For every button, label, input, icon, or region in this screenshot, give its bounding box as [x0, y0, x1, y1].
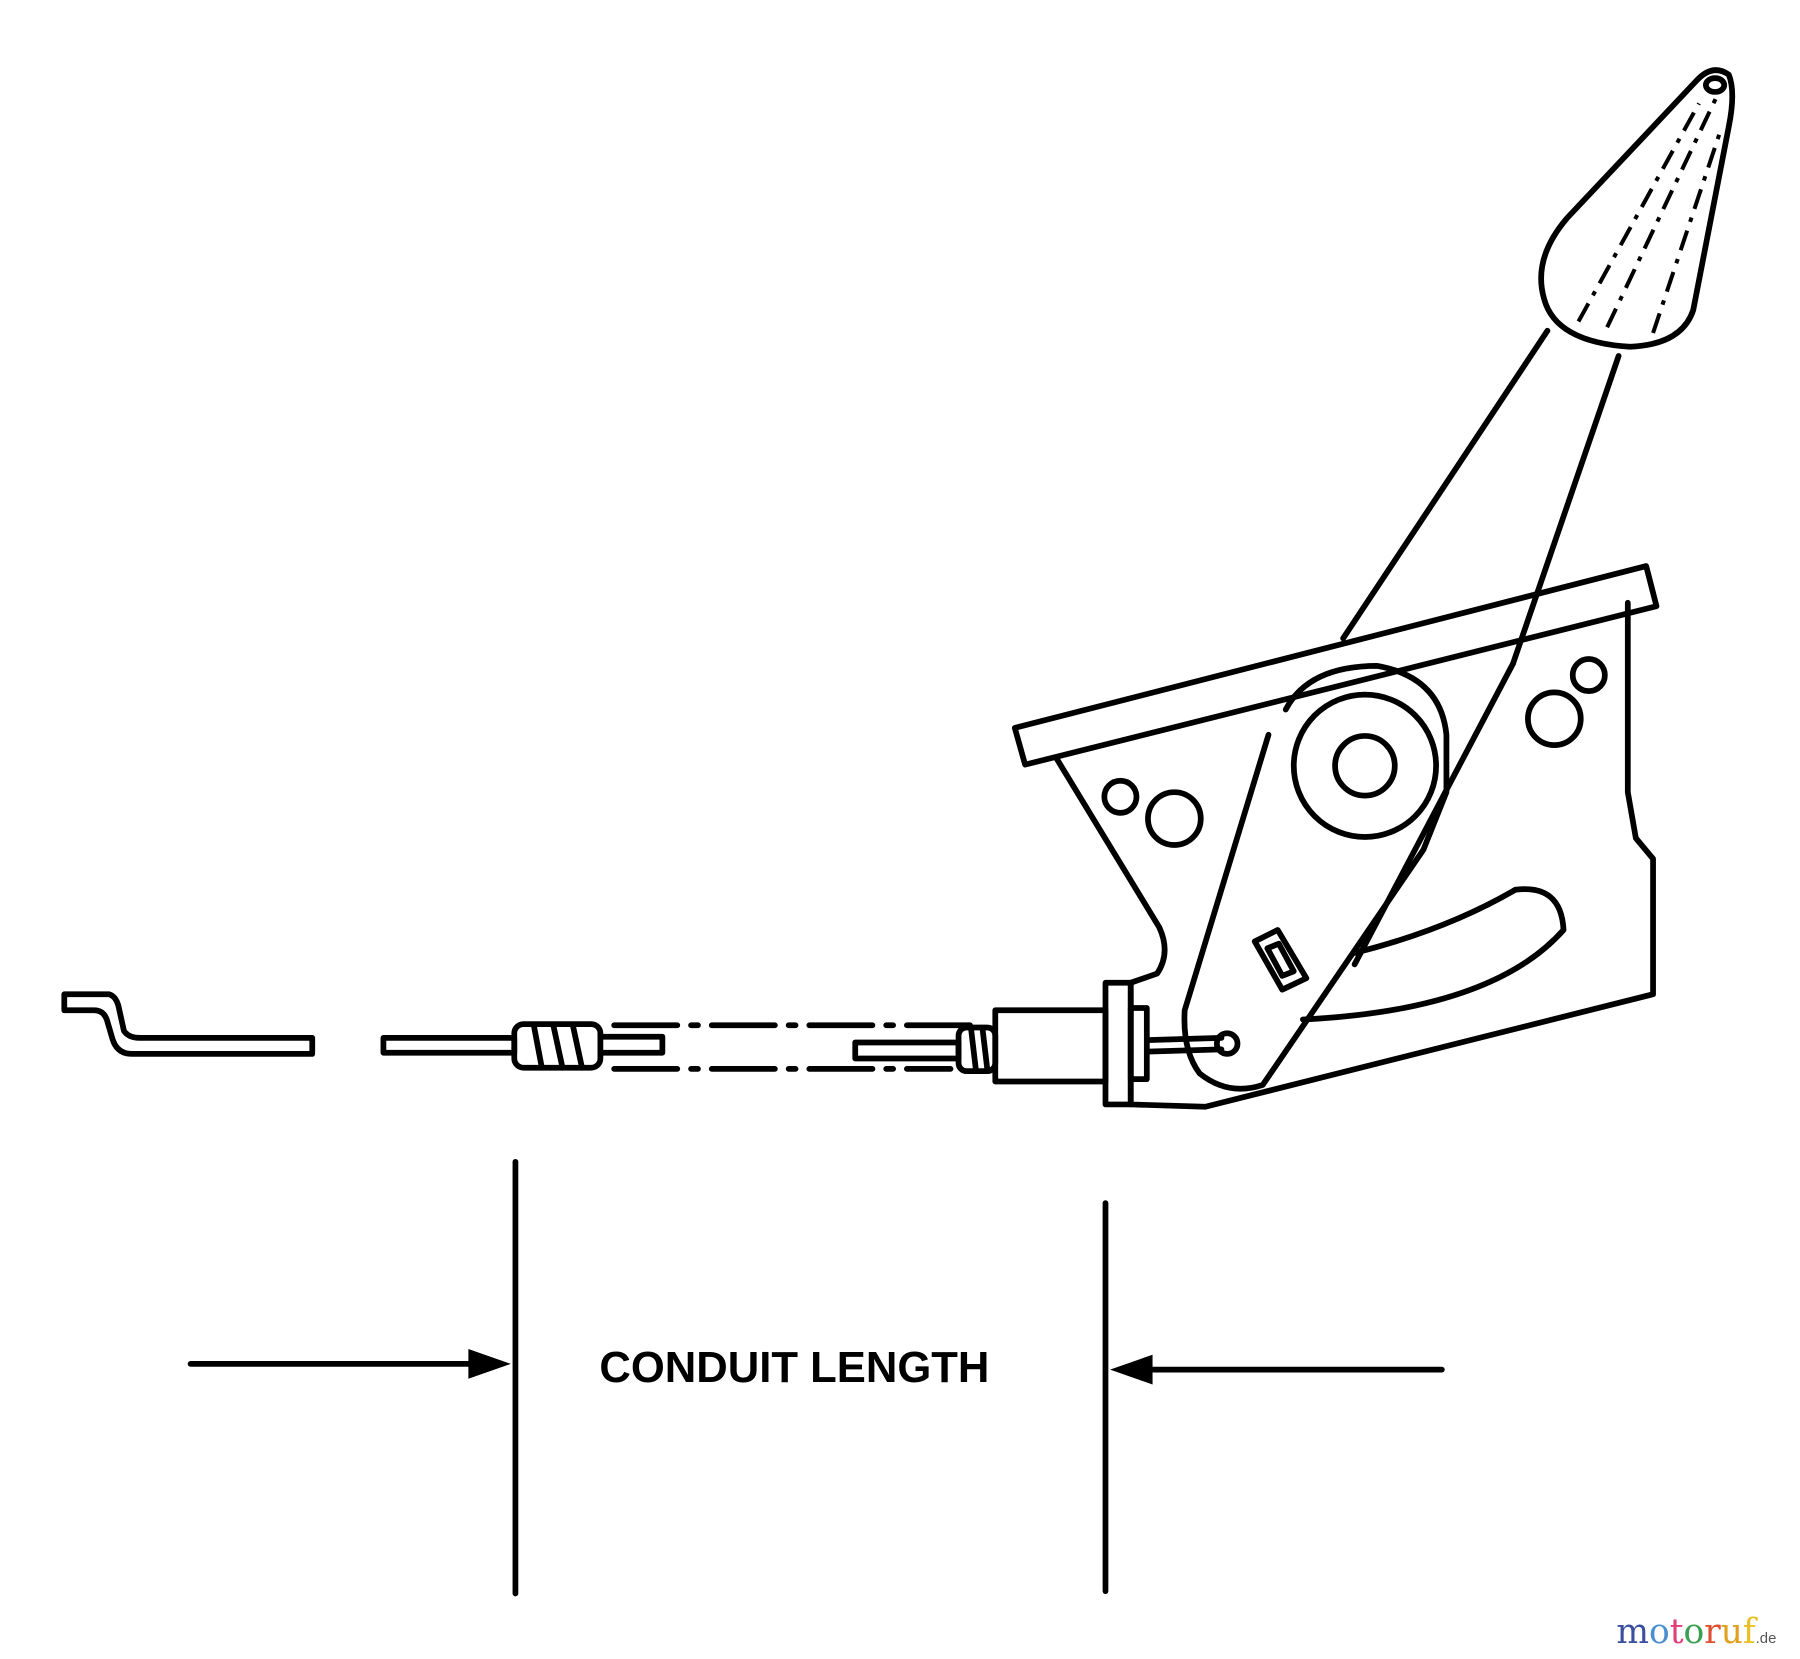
right-arrowhead: [1110, 1354, 1153, 1385]
watermark-letter: m: [1616, 1612, 1649, 1652]
watermark-text: motoruf.de: [1616, 1612, 1776, 1652]
dimension-conduit-length: CONDUIT LENGTH: [187, 1158, 1445, 1597]
watermark-suffix: .de: [1756, 1630, 1777, 1647]
inner-wire: [380, 979, 1241, 1108]
left-arrowhead: [468, 1348, 511, 1379]
watermark-letter: t: [1670, 1612, 1684, 1652]
control-bracket: [1011, 563, 1660, 1110]
watermark-logo: motoruf.de: [1616, 1612, 1776, 1652]
watermark-letter: r: [1704, 1612, 1721, 1652]
watermark-letter: f: [1743, 1612, 1758, 1652]
conduit-length-label: CONDUIT LENGTH: [599, 1344, 989, 1392]
watermark-letter: u: [1721, 1612, 1743, 1652]
watermark-letter: o: [1684, 1612, 1705, 1652]
throttle-lever: [1181, 327, 1622, 1092]
lever-knob: [1538, 67, 1736, 350]
watermark-letter: o: [1649, 1612, 1670, 1652]
z-bend-wire: [61, 991, 316, 1057]
